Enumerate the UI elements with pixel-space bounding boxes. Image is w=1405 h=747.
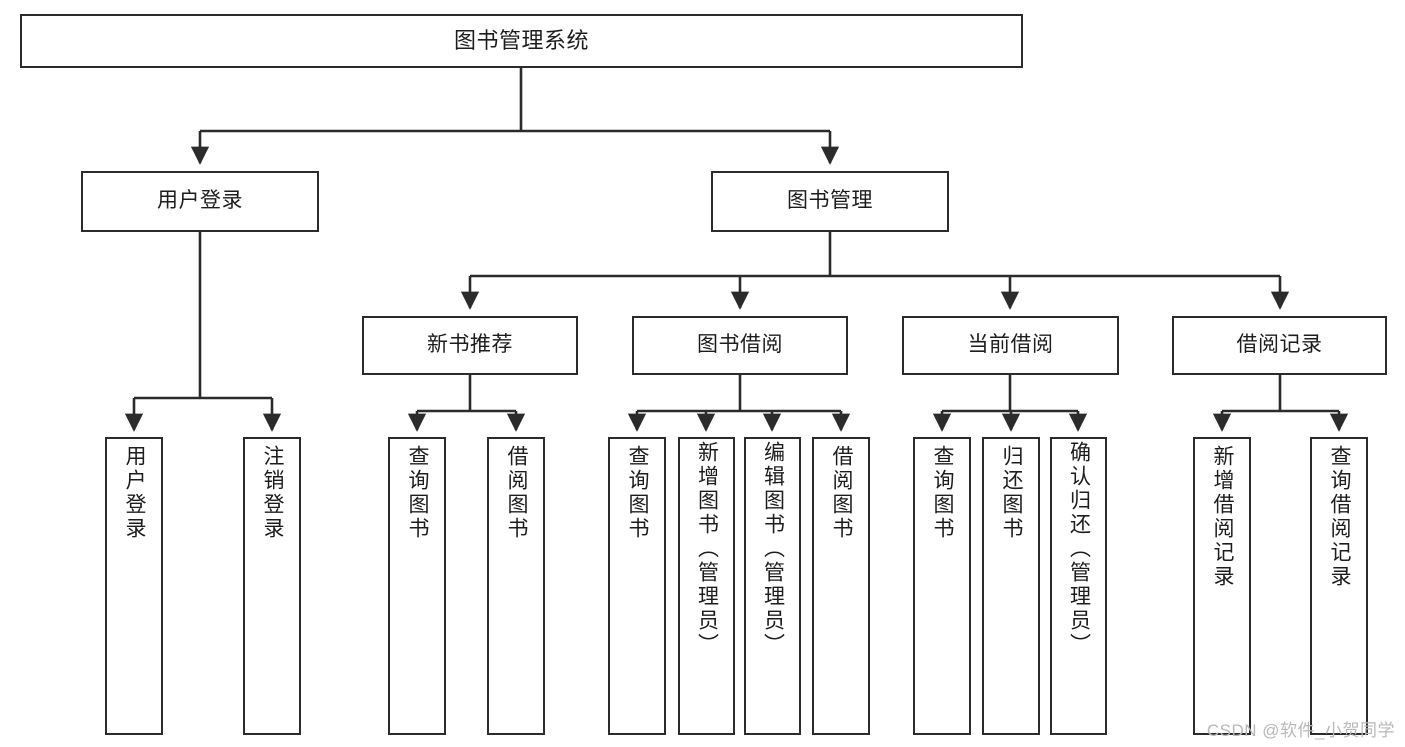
node-book-borrow-label: 图书借阅 [697, 333, 783, 357]
node-book-manage[interactable]: 图书管理 [711, 171, 949, 232]
node-leaf-query-book-2-label: 查询图书 [626, 445, 650, 541]
node-leaf-query-book-2[interactable]: 查询图书 [608, 437, 666, 735]
node-leaf-add-book[interactable]: 新增图书（管理员） [678, 437, 735, 735]
node-leaf-return-book-label: 归还图书 [1000, 445, 1024, 541]
node-user-login-label: 用户登录 [157, 189, 243, 213]
node-current-borrow[interactable]: 当前借阅 [902, 316, 1119, 375]
node-leaf-borrow-book-1[interactable]: 借阅图书 [487, 437, 545, 735]
node-new-book-recommend[interactable]: 新书推荐 [362, 316, 578, 375]
node-borrow-record[interactable]: 借阅记录 [1172, 316, 1387, 375]
node-leaf-query-book-3[interactable]: 查询图书 [913, 437, 971, 735]
node-user-login[interactable]: 用户登录 [81, 171, 319, 232]
node-leaf-borrow-book-2[interactable]: 借阅图书 [812, 437, 870, 735]
node-leaf-user-login[interactable]: 用户登录 [105, 437, 163, 735]
node-leaf-query-record-label: 查询借阅记录 [1328, 445, 1352, 589]
node-leaf-add-book-label: 新增图书（管理员） [695, 441, 719, 657]
node-leaf-borrow-book-2-label: 借阅图书 [830, 445, 854, 541]
node-leaf-query-book-3-label: 查询图书 [931, 445, 955, 541]
node-borrow-record-label: 借阅记录 [1236, 333, 1323, 357]
node-root[interactable]: 图书管理系统 [20, 14, 1023, 68]
node-leaf-logout-label: 注销登录 [261, 445, 285, 541]
node-leaf-query-record[interactable]: 查询借阅记录 [1310, 437, 1368, 735]
node-leaf-confirm-return[interactable]: 确认归还（管理员） [1050, 437, 1107, 735]
node-leaf-edit-book-label: 编辑图书（管理员） [761, 441, 785, 657]
node-leaf-add-record[interactable]: 新增借阅记录 [1193, 437, 1251, 735]
node-leaf-add-record-label: 新增借阅记录 [1211, 445, 1235, 589]
node-current-borrow-label: 当前借阅 [967, 333, 1054, 357]
node-leaf-confirm-return-label: 确认归还（管理员） [1067, 441, 1091, 657]
node-book-borrow[interactable]: 图书借阅 [632, 316, 848, 375]
node-leaf-borrow-book-1-label: 借阅图书 [505, 445, 529, 541]
node-leaf-logout[interactable]: 注销登录 [243, 437, 301, 735]
node-leaf-query-book-1-label: 查询图书 [406, 445, 430, 541]
node-leaf-user-login-label: 用户登录 [123, 445, 147, 541]
node-root-label: 图书管理系统 [453, 28, 589, 54]
node-new-book-recommend-label: 新书推荐 [427, 333, 513, 357]
node-leaf-edit-book[interactable]: 编辑图书（管理员） [744, 437, 801, 735]
node-book-manage-label: 图书管理 [787, 189, 873, 213]
node-leaf-query-book-1[interactable]: 查询图书 [388, 437, 446, 735]
node-leaf-return-book[interactable]: 归还图书 [982, 437, 1040, 735]
